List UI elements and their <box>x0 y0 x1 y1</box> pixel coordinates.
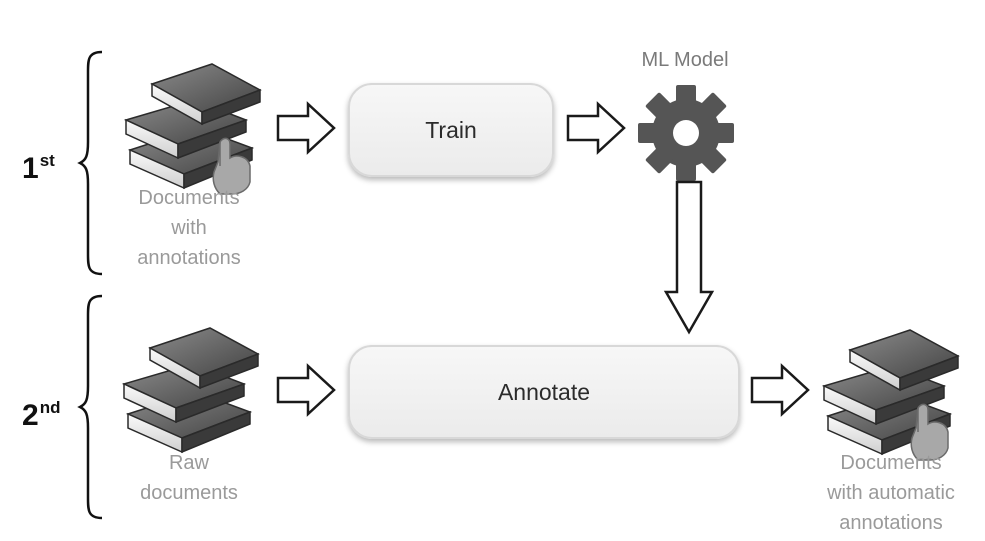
train-label: Train <box>425 116 477 143</box>
hollow-arrow-icon <box>276 364 336 416</box>
left-brace-icon <box>78 50 104 276</box>
hollow-arrow-icon <box>276 102 336 154</box>
stage-2-label-main: 2 <box>22 399 39 432</box>
left-brace-icon <box>78 294 104 520</box>
stage-1-label: 1st <box>22 146 55 184</box>
stage-1-label-main: 1 <box>22 152 39 185</box>
stage-2-input-caption: Raw documents <box>140 452 238 504</box>
annotate-label: Annotate <box>497 378 591 405</box>
stage-1-label-sup: st <box>39 151 55 170</box>
stage-2: 2nd Raw documents Annotate Documents wit… <box>0 280 985 541</box>
stage-2-label: 2nd <box>22 393 60 431</box>
down-arrow-icon <box>663 180 715 335</box>
stage-1-input-caption: Documents with annotations <box>137 187 241 269</box>
stage-2-output-caption: Documents with automatic annotations <box>827 452 955 534</box>
stage-1: 1st Documents with annotations Train ML … <box>22 49 734 335</box>
stage-2-label-sup: nd <box>39 398 61 417</box>
annotate-box: Annotate <box>348 345 740 439</box>
hollow-arrow-icon <box>750 364 810 416</box>
gear-icon <box>638 85 734 181</box>
train-box: Train <box>348 83 554 177</box>
hollow-arrow-icon <box>566 102 626 154</box>
ml-model-label: ML Model <box>641 49 729 71</box>
books-icon <box>123 327 259 453</box>
